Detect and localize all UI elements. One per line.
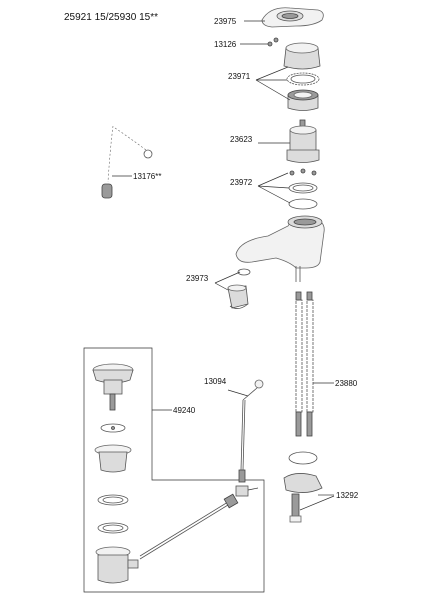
faucet-body-part xyxy=(235,215,325,282)
seal-set-part xyxy=(288,168,318,210)
label-49240: 49240 xyxy=(173,406,196,415)
waste-kit-bracket xyxy=(83,347,265,593)
chain-plug-part xyxy=(101,125,153,199)
lift-rod-part xyxy=(238,379,264,483)
label-13176: 13176** xyxy=(133,172,161,181)
label-23975: 23975 xyxy=(214,17,237,26)
diagram-title: 25921 15/25930 15** xyxy=(64,12,158,23)
label-23623: 23623 xyxy=(230,135,253,144)
waste-flange-part xyxy=(94,444,132,473)
label-23973: 23973 xyxy=(186,274,209,283)
label-13292: 13292 xyxy=(336,491,359,500)
lever-handle-part xyxy=(261,7,324,28)
flexible-hoses-part xyxy=(295,291,314,437)
label-13126: 13126 xyxy=(214,40,237,49)
label-23972: 23972 xyxy=(230,178,253,187)
washer-part xyxy=(100,423,126,433)
label-23880: 23880 xyxy=(335,379,358,388)
screw-part xyxy=(267,37,279,47)
linkage-rod-part xyxy=(139,485,259,560)
cap-part xyxy=(283,42,321,70)
label-23971: 23971 xyxy=(228,72,251,81)
o-ring-part xyxy=(286,72,320,86)
fixing-set-part xyxy=(283,451,323,523)
aerator-part xyxy=(227,268,251,309)
rubber-seal-part xyxy=(97,494,129,534)
threaded-nut-part xyxy=(287,89,319,111)
popup-plug-part xyxy=(92,363,134,411)
label-13094: 13094 xyxy=(204,377,227,386)
cartridge-part xyxy=(286,119,320,163)
waste-body-part xyxy=(95,546,139,584)
